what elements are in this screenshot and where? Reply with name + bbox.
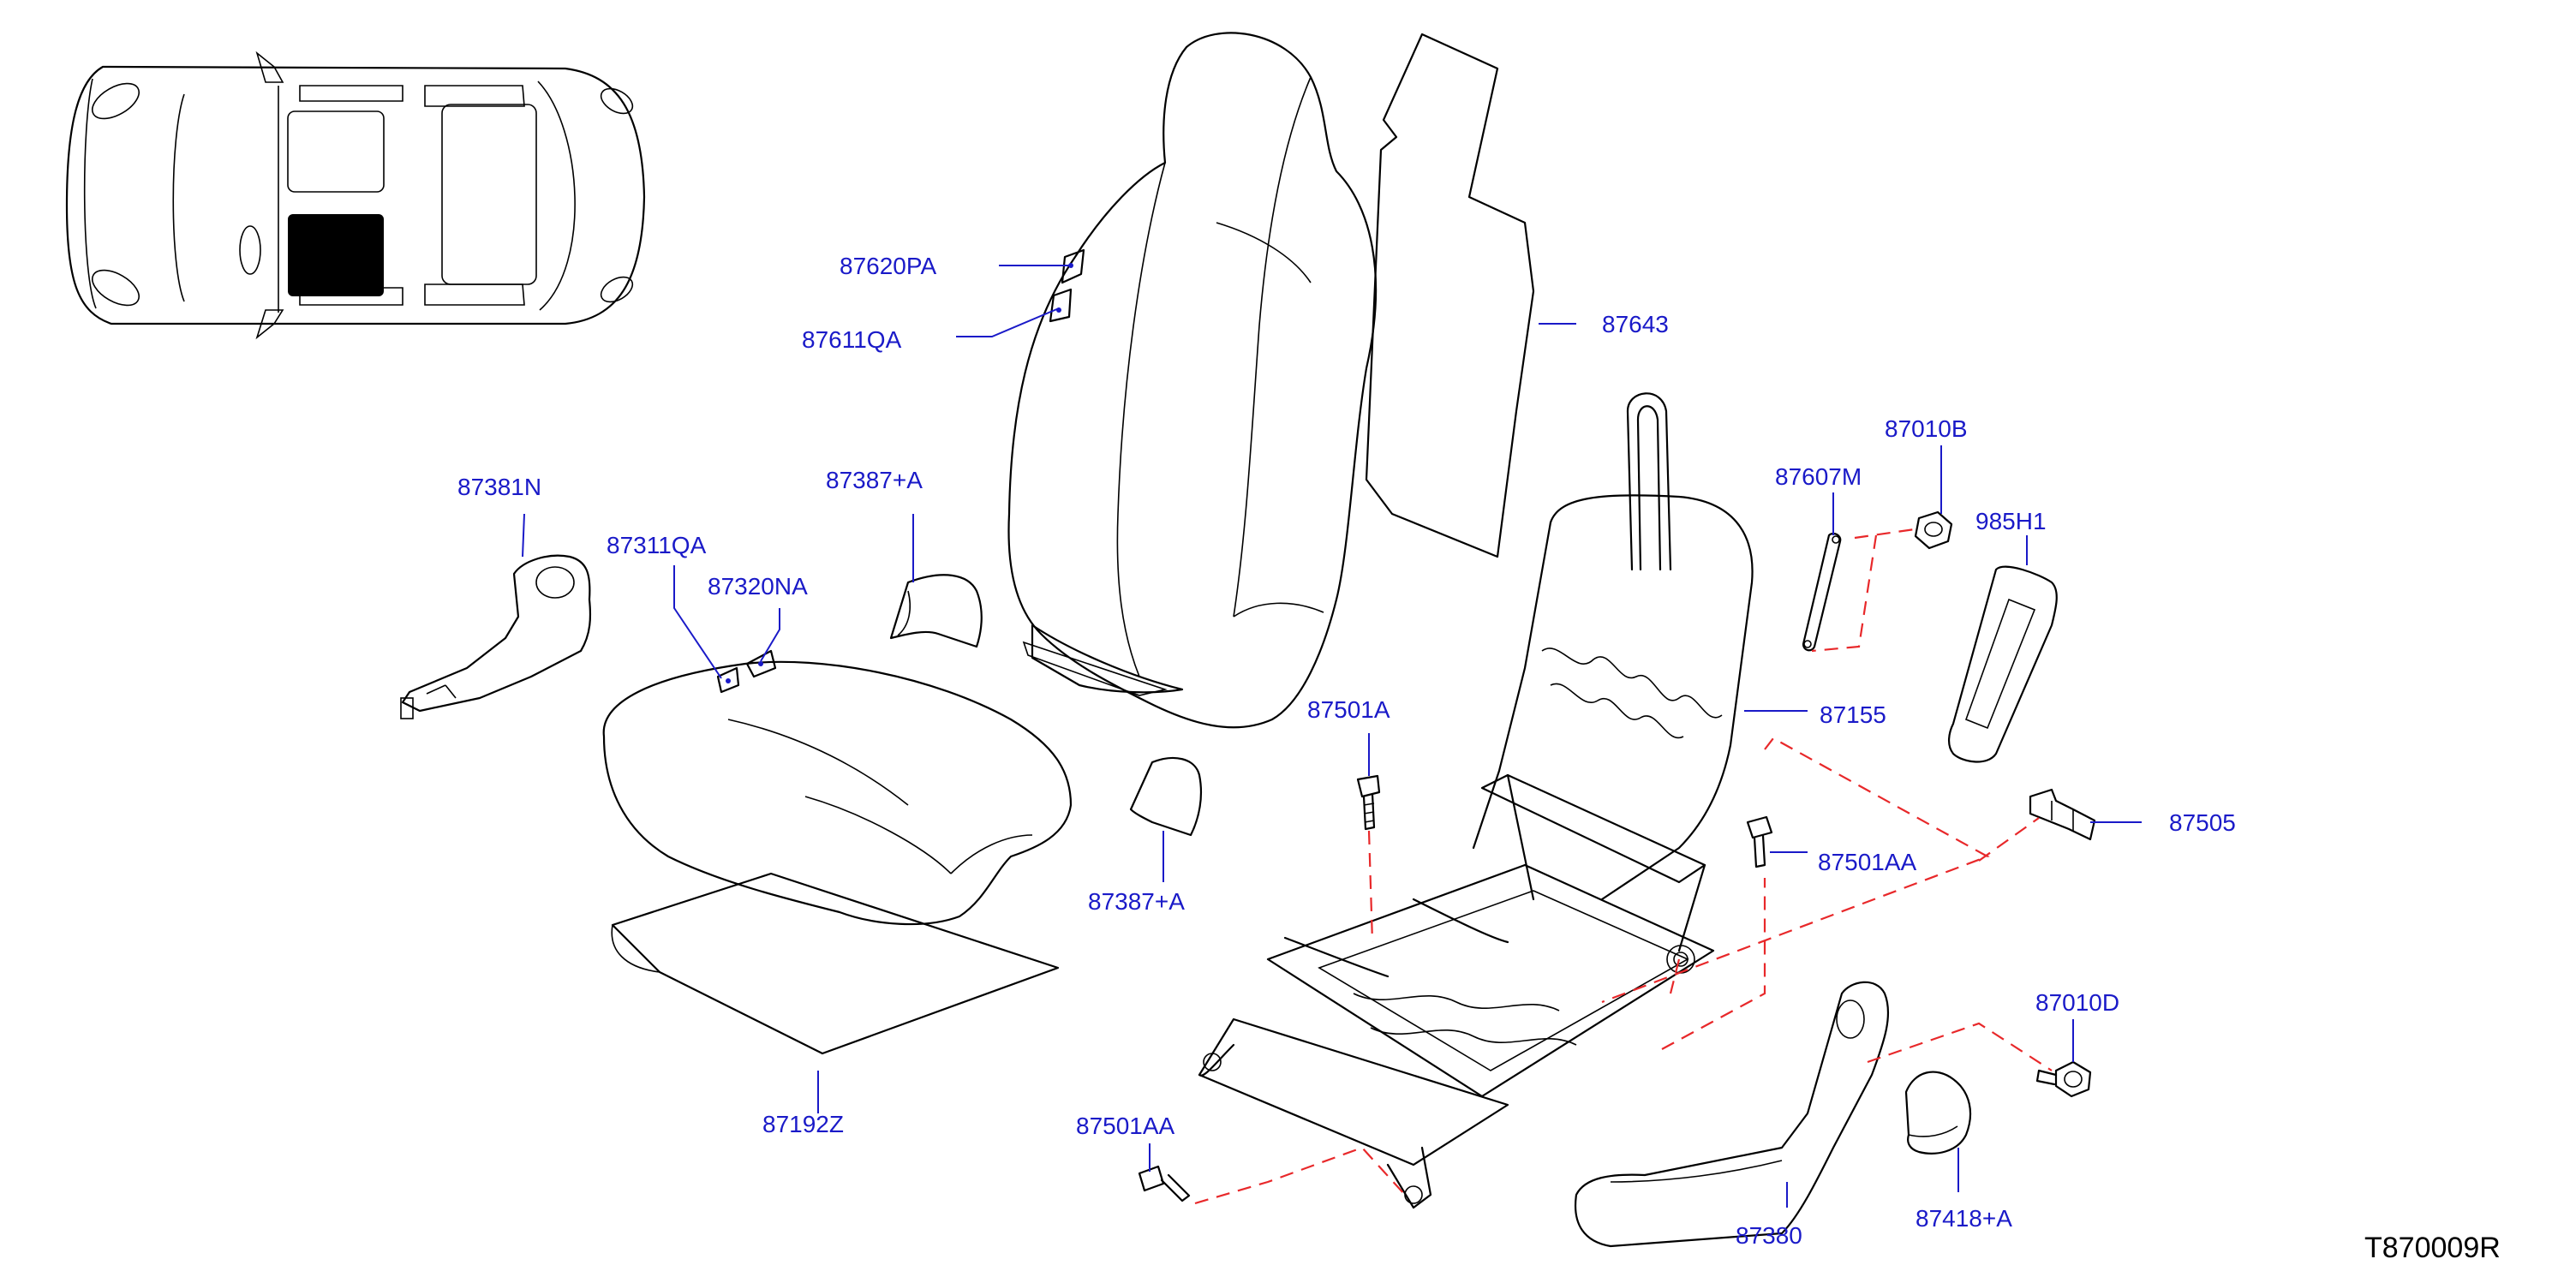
guide-line: [1811, 534, 1878, 653]
side-finisher-part: [889, 574, 1203, 837]
guide-line: [1367, 830, 1374, 943]
seat-back-pad: [1365, 33, 1535, 558]
part-label-87192Z: 87192Z: [762, 1111, 844, 1137]
guide-line: [1867, 1022, 2053, 1071]
inner-side-cover: [400, 554, 592, 719]
seat-frame: [1198, 392, 1754, 1209]
part-label-87381N: 87381N: [457, 474, 541, 500]
lever-knob: [1904, 1071, 1972, 1155]
part-label-87387-A-lower: 87387+A: [1088, 888, 1185, 915]
part-label-87611QA: 87611QA: [802, 326, 902, 353]
seat-cushion-clips: [716, 649, 777, 694]
guide-line: [1601, 737, 1990, 1004]
nut-part: [1914, 510, 1953, 550]
part-label-87501AA-upper: 87501AA: [1818, 849, 1917, 875]
side-trim-cover: [1948, 565, 2058, 763]
seat-outer-finisher: [1574, 981, 1890, 1248]
leader-line: [760, 608, 780, 662]
seat-back-cushion: [1007, 32, 1378, 729]
part-label-87380: 87380: [1736, 1222, 1802, 1249]
bolt-87501AA-upper: [1746, 815, 1773, 868]
highlighted-seat-area: [288, 214, 384, 296]
part-label-87010B: 87010B: [1885, 415, 1968, 442]
part-label-87501AA-lower: 87501AA: [1076, 1113, 1175, 1139]
guide-line: [1194, 1146, 1406, 1205]
installation-guides: [1194, 528, 2053, 1205]
leader-line: [522, 513, 525, 558]
part-label-87387-A-upper: 87387+A: [826, 467, 923, 493]
frame-link-rod: [1802, 532, 1842, 652]
part-label-87155: 87155: [1820, 701, 1886, 728]
seat-cushion: [602, 660, 1073, 1055]
bracket-part: [2029, 788, 2096, 841]
guide-line: [1661, 878, 1766, 1050]
part-label-87320NA: 87320NA: [708, 573, 808, 600]
vehicle-locator: [65, 51, 646, 340]
leader-line: [956, 307, 1060, 337]
part-label-87418-A: 87418+A: [1916, 1205, 2012, 1232]
bolt-87501AA-lower: [1138, 1165, 1191, 1202]
callout-leaders: [522, 265, 2142, 1208]
part-label-985H1: 985H1: [1975, 508, 2047, 534]
diagram-reference-code: T870009R: [2364, 1232, 2501, 1264]
part-label-87501A: 87501A: [1307, 696, 1390, 723]
part-label-87311QA: 87311QA: [607, 532, 707, 558]
part-label-87607M: 87607M: [1775, 463, 1862, 490]
guide-line: [1854, 528, 1916, 540]
part-labels: 87620PA 87611QA 87643 87381N 87311QA 873…: [457, 253, 2236, 1249]
bolt-87010D: [2035, 1060, 2092, 1098]
guide-line: [1978, 817, 2040, 862]
leader-line: [673, 565, 722, 679]
part-label-87643: 87643: [1602, 311, 1669, 337]
part-label-87010D: 87010D: [2035, 989, 2119, 1016]
bolt-87501A: [1356, 774, 1381, 831]
guide-line: [1669, 958, 1681, 994]
seat-back-clips: [1049, 248, 1085, 323]
part-label-87620PA: 87620PA: [840, 253, 936, 279]
part-label-87505: 87505: [2169, 809, 2236, 836]
